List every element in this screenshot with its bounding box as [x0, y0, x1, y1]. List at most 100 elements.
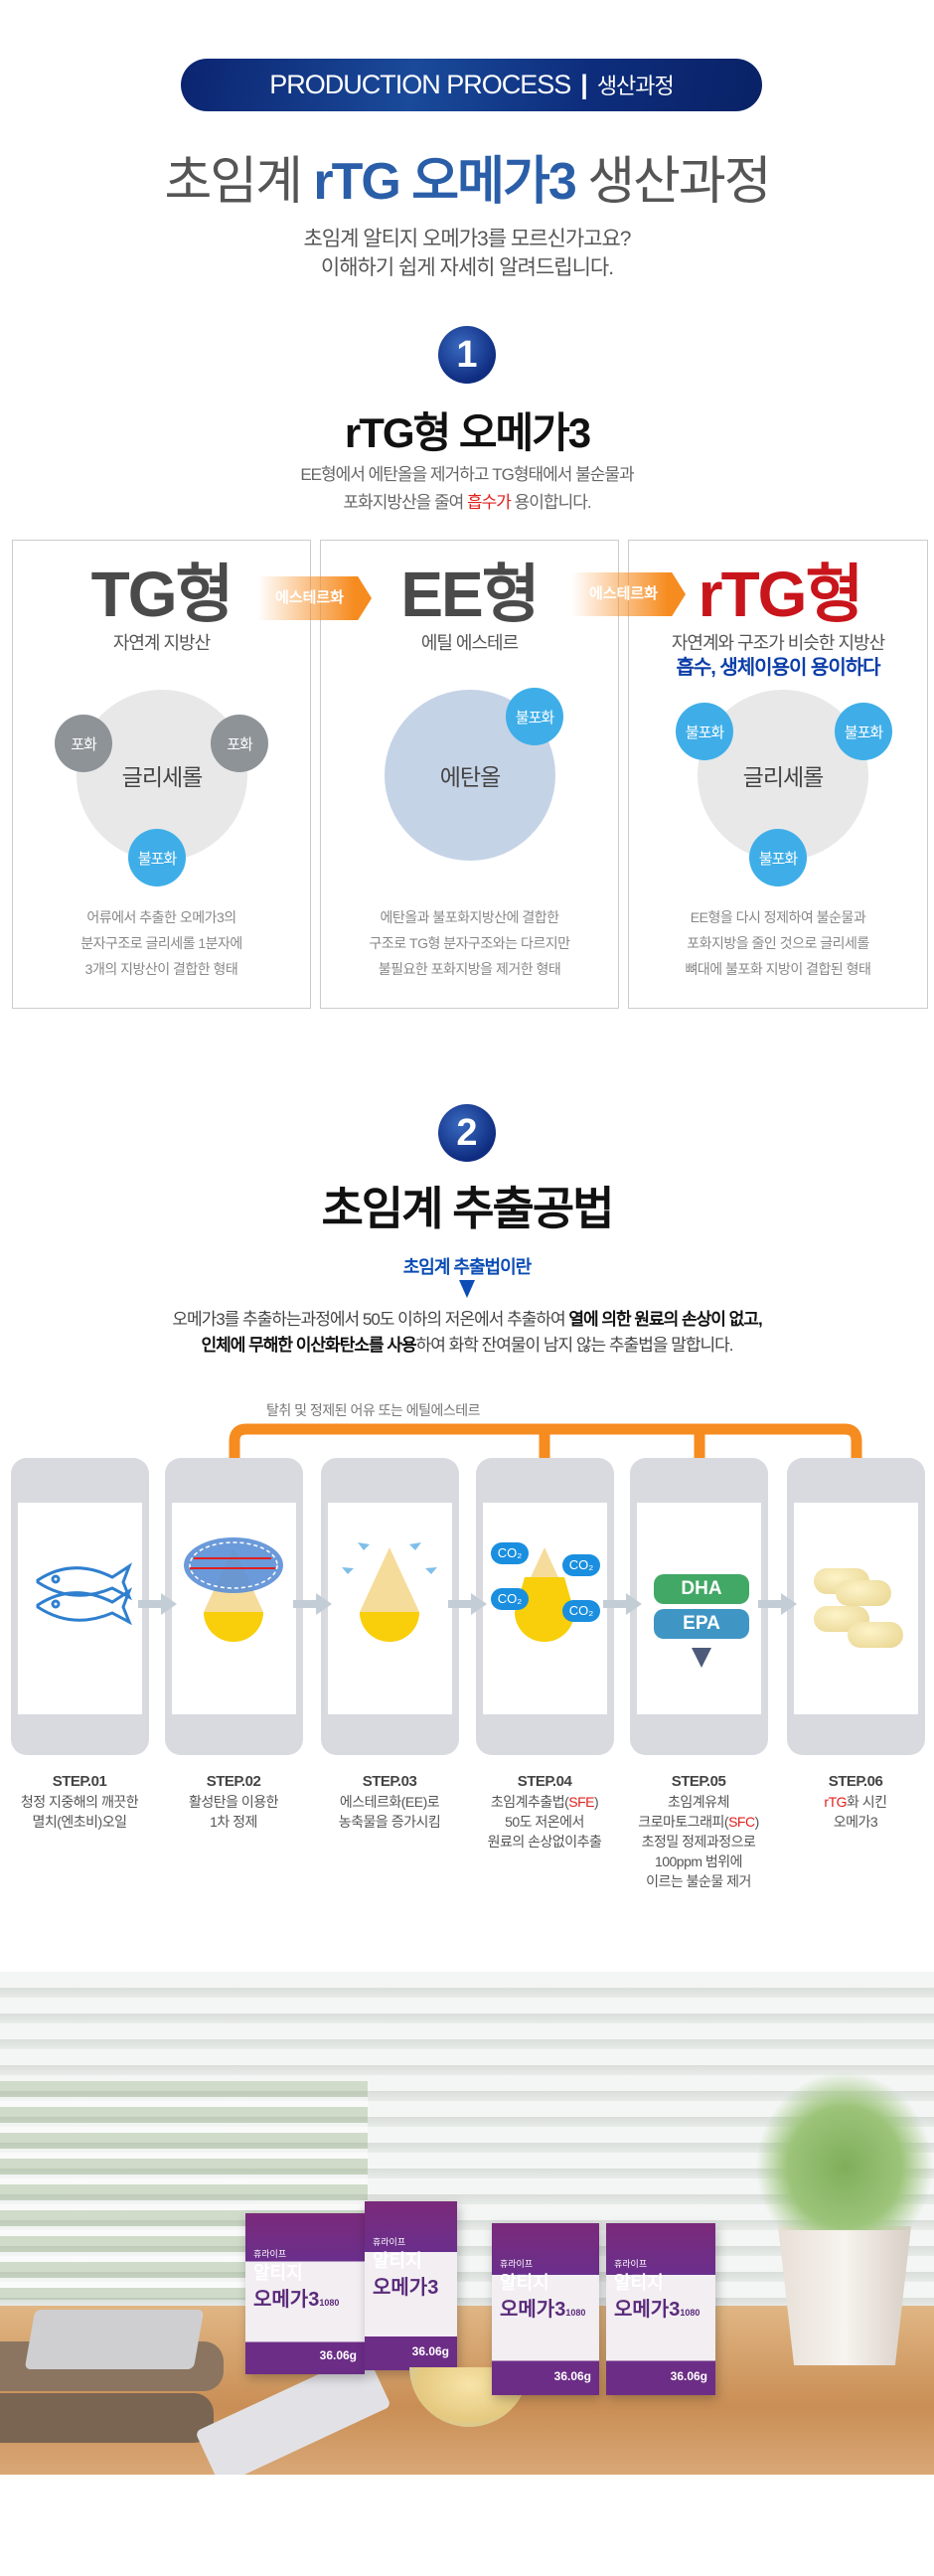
down-triangle-icon [692, 1648, 711, 1668]
oil-drop-icon [515, 1547, 574, 1642]
step-line: 크로마토그래피(SFC) [614, 1812, 783, 1832]
ee-title: EE형 [400, 559, 540, 630]
product-name: 알티지 [500, 2273, 549, 2293]
title-post: 생산과정 [574, 153, 771, 211]
product-name: 오메가31080 [500, 2293, 585, 2322]
product-suffix: 1080 [680, 2308, 700, 2318]
title-highlight: rTG 오메가3 [313, 153, 576, 211]
step-line: 오메가3 [833, 1814, 878, 1830]
product-weight: 36.06g [553, 2369, 591, 2383]
product-suffix: 1080 [319, 2298, 340, 2308]
explain-line: 인체에 무해한 이산화탄소를 사용하여 화학 잔여물이 남지 않는 추출법을 말… [0, 1331, 934, 1356]
section-number-2: 2 [438, 1104, 496, 1162]
step-highlight: SFE [568, 1794, 594, 1810]
step-line: 초정밀 정제과정으로 [641, 1834, 756, 1850]
section1-title: rTG형 오메가3 [344, 409, 591, 456]
step-text: 화 시킨 [847, 1794, 887, 1810]
section-banner: PRODUCTION PROCESS|생산과정 [181, 59, 762, 111]
explain-text: 오메가3를 추출하는과정에서 50도 이하의 저온에서 추출하여 [172, 1310, 569, 1329]
product-brand: 휴라이프 [253, 2249, 287, 2259]
product-name: 오메가3 [373, 2271, 438, 2300]
step-number: STEP.03 [362, 1773, 417, 1790]
step-text: ) [754, 1814, 760, 1830]
step-line: 초임계유체 [668, 1794, 729, 1810]
desc-line: 불필요한 포화지방을 제거한 형태 [378, 961, 561, 977]
step-line: 원료의 손상없이추출 [487, 1834, 602, 1850]
step-text: ) [594, 1794, 599, 1810]
down-triangle-icon [459, 1280, 475, 1298]
step-card-2 [165, 1458, 303, 1755]
explain-bold: 열에 의한 원료의 손상이 없고, [568, 1310, 762, 1329]
fish-icon [36, 1562, 132, 1626]
product-name-main: 오메가3 [373, 2277, 439, 2299]
desc-line: 뼈대에 불포화 지방이 결합된 형태 [685, 961, 871, 977]
tg-title: TG형 [90, 559, 234, 630]
step-card-1 [11, 1458, 149, 1755]
ethanol-circle: 에탄올 [385, 690, 555, 861]
product-name: 알티지 [614, 2273, 664, 2293]
plant-leaves [755, 2071, 934, 2230]
co2-badge: CO₂ [491, 1588, 529, 1610]
product-brand: 휴라이프 [500, 2259, 534, 2269]
explain-line: 오메가3를 추출하는과정에서 50도 이하의 저온에서 추출하여 열에 의한 원… [0, 1305, 934, 1330]
unsaturated-tag: 불포화 [506, 688, 563, 745]
rtg-caption: 자연계와 구조가 비슷한 지방산 [671, 633, 885, 653]
what-is-label: 초임계 추출법이란 [402, 1257, 532, 1277]
product-name: 알티지 [253, 2263, 303, 2283]
step-number: STEP.02 [206, 1773, 261, 1790]
desc-highlight: 흡수가 [467, 493, 512, 512]
tg-caption: 자연계 지방산 [112, 633, 211, 653]
desc-line: 포화지방을 줄인 것으로 글리세롤 [687, 935, 869, 951]
rtg-title: rTG형 [698, 559, 864, 630]
page-title: 초임계 rTG 오메가3 생산과정 [0, 139, 934, 214]
unsaturated-tag: 불포화 [676, 703, 733, 760]
step-card-4: CO₂ CO₂ CO₂ CO₂ [476, 1458, 614, 1755]
step-line: 100ppm 범위에 [654, 1853, 743, 1869]
product-weight: 36.06g [411, 2344, 449, 2358]
step-text: 초임계추출법( [490, 1794, 569, 1810]
step-line: 청정 지중해의 깨끗한 [20, 1794, 139, 1810]
step-number: STEP.05 [671, 1773, 726, 1790]
desc-line: EE형을 다시 정제하여 불순물과 [690, 909, 866, 925]
capsules-icon [794, 1503, 918, 1714]
step-card-6 [787, 1458, 925, 1755]
esterification-arrow: 에스테르화 [257, 576, 372, 620]
oil-drop-icon [342, 1542, 437, 1642]
ee-caption: 에틸 에스테르 [420, 633, 519, 653]
plant-pot [778, 2226, 911, 2365]
flow-label: 탈취 및 정제된 어유 또는 에틸에스테르 [266, 1402, 481, 1418]
desc-text: 용이합니다. [510, 493, 592, 512]
activated-carbon-icon [184, 1537, 283, 1642]
section2-title: 초임계 추출공법 [321, 1183, 614, 1234]
product-name-main: 오메가3 [253, 2289, 320, 2311]
step-line: 에스테르화(EE)로 [339, 1794, 440, 1810]
desc-text: 포화지방산을 줄여 [343, 493, 467, 512]
step-text: 크로마토그래피( [638, 1814, 729, 1830]
product-weight: 36.06g [319, 2348, 357, 2362]
desc-line: 3개의 지방산이 결합한 형태 [84, 961, 238, 977]
co2-badge: CO₂ [491, 1542, 529, 1564]
step-card-3 [321, 1458, 459, 1755]
step-line: 50도 저온에서 [505, 1814, 584, 1830]
step-number: STEP.06 [828, 1773, 883, 1790]
intro-line: 초임계 알티지 오메가3를 모르신가고요? [303, 228, 632, 250]
product-name: 알티지 [373, 2251, 422, 2271]
intro-line: 이해하기 쉽게 자세히 알려드립니다. [320, 256, 614, 279]
co2-badge: CO₂ [562, 1600, 600, 1622]
step-line: 1차 정제 [210, 1814, 257, 1830]
product-brand: 휴라이프 [373, 2237, 406, 2247]
product-name: 오메가31080 [614, 2293, 700, 2322]
